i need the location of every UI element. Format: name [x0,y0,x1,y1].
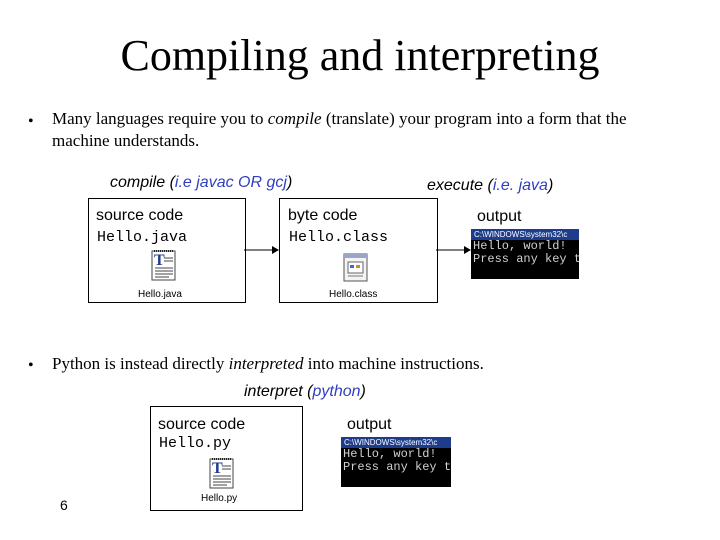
console-window: C:\WINDOWS\system32\c Hello, world! Pres… [341,437,451,487]
bullet-1-line-2: machine understands. [52,131,200,150]
text-file-icon: T [151,250,176,281]
svg-text:T: T [154,252,165,269]
interpret-label-word: interpret ( [244,383,313,400]
bullet-2-text: Python is instead directly interpreted i… [52,353,692,375]
bullet-marker: • [28,357,34,374]
class-file-icon [343,253,368,282]
python-source-icon-caption: Hello.py [201,493,238,504]
execute-label-close: ) [547,177,554,194]
interpret-label-close: ) [360,383,366,400]
console-title-bar: C:\WINDOWS\system32\c [471,229,579,240]
bullet-marker: • [28,113,34,130]
interpret-label: interpret (python) [244,383,366,401]
bullet-1-text: Many languages require you to compile (t… [52,108,692,152]
output-heading: output [477,208,522,225]
bullet-2-emphasis: interpreted [228,354,304,373]
arrow-compile [244,246,279,254]
compile-label: compile (i.e javac OR gcj) [110,174,292,192]
source-code-box: source code Hello.java T Hello.java [88,198,246,303]
source-code-icon-caption: Hello.java [138,289,182,300]
source-code-filename: Hello.java [97,229,188,246]
execute-label-word: execute ( [427,177,493,194]
bullet-1-text-before: Many languages require you to [52,109,268,128]
output-heading: output [347,416,392,433]
python-source-box: source code Hello.py T Hello.py [150,406,303,511]
arrow-execute [436,246,471,254]
console-line-1: Hello, world! [473,239,567,253]
console-line-2: Press any key t [343,460,451,474]
svg-text:T: T [212,460,223,477]
byte-code-icon-caption: Hello.class [329,289,378,300]
execute-label-detail: i.e. java [492,177,548,194]
console-window: C:\WINDOWS\system32\c Hello, world! Pres… [471,229,579,279]
byte-code-heading: byte code [288,207,358,224]
console-title-bar: C:\WINDOWS\system32\c [341,437,451,448]
execute-label: execute (i.e. java) [427,177,553,195]
compile-label-detail: i.e javac OR gcj [174,174,287,191]
console-line-1: Hello, world! [343,447,437,461]
bullet-2-text-before: Python is instead directly [52,354,229,373]
page-number: 6 [60,497,68,513]
source-code-heading: source code [96,207,184,224]
compile-label-close: ) [286,174,293,191]
compile-label-word: compile ( [110,174,175,191]
bullet-1-text-after: (translate) your program into a form tha… [321,109,627,128]
interpret-label-detail: python [312,383,361,400]
console-line-2: Press any key t [473,252,579,266]
text-file-icon: T [209,458,234,489]
python-source-heading: source code [158,416,246,433]
python-source-filename: Hello.py [159,435,232,452]
page-title: Compiling and interpreting [120,31,600,80]
byte-code-filename: Hello.class [289,229,389,246]
byte-code-box: byte code Hello.class Hello.class [279,198,438,303]
bullet-2-text-after: into machine instructions. [303,354,484,373]
bullet-1-emphasis: compile [267,109,322,128]
